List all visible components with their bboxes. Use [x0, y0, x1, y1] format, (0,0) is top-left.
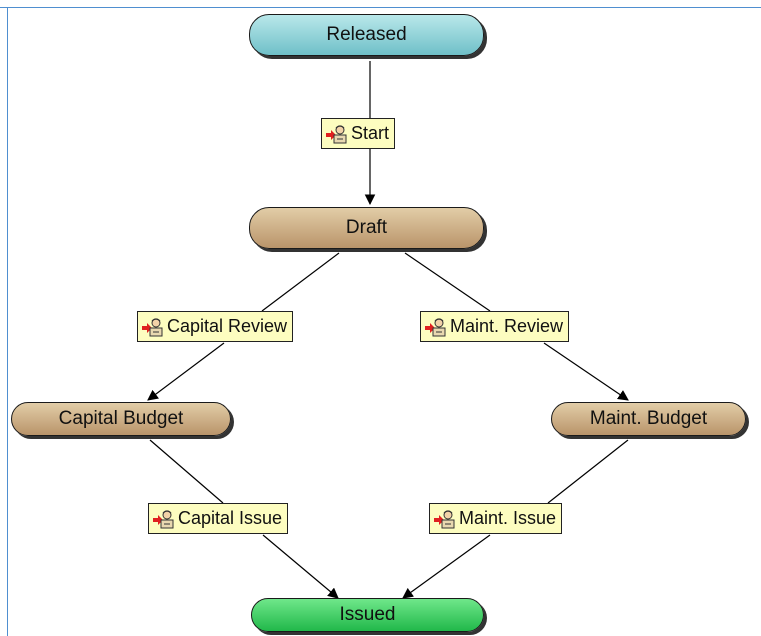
action-capital-review-label: Capital Review [167, 316, 288, 336]
state-issued[interactable]: Issued [251, 598, 484, 632]
link-draft-capital-review [261, 252, 340, 312]
state-draft-label: Draft [345, 217, 388, 238]
canvas-left-border [7, 7, 8, 636]
user-action-icon [434, 509, 455, 528]
user-action-icon [326, 124, 347, 143]
action-maint-issue[interactable]: Maint. Issue [429, 503, 563, 534]
state-released[interactable]: Released [249, 14, 484, 56]
link-capital-budget-capital-issue [149, 439, 224, 504]
link-maint-review-maint-budget [543, 342, 629, 401]
state-maint-budget-label: Maint. Budget [589, 408, 708, 429]
action-capital-issue[interactable]: Capital Issue [148, 503, 289, 534]
action-maint-review-label: Maint. Review [450, 316, 564, 336]
link-capital-issue-issued [262, 534, 339, 599]
action-maint-review[interactable]: Maint. Review [420, 311, 570, 342]
link-capital-review-capital-budget [147, 342, 225, 401]
user-action-icon [153, 509, 174, 528]
link-maint-issue-issued [402, 534, 491, 599]
state-capital-budget-label: Capital Budget [58, 408, 184, 429]
link-draft-maint-review [404, 252, 491, 312]
action-maint-issue-label: Maint. Issue [459, 508, 557, 528]
state-maint-budget[interactable]: Maint. Budget [551, 402, 746, 436]
action-start[interactable]: Start [321, 118, 396, 149]
canvas-top-border [0, 7, 761, 8]
state-released-label: Released [326, 24, 407, 45]
action-capital-review[interactable]: Capital Review [137, 311, 294, 342]
state-issued-label: Issued [339, 604, 396, 625]
user-action-icon [425, 317, 446, 336]
link-maint-budget-maint-issue [547, 439, 629, 504]
state-draft[interactable]: Draft [249, 207, 484, 249]
state-capital-budget[interactable]: Capital Budget [11, 402, 231, 436]
action-start-label: Start [351, 123, 390, 143]
action-capital-issue-label: Capital Issue [178, 508, 283, 528]
user-action-icon [142, 317, 163, 336]
